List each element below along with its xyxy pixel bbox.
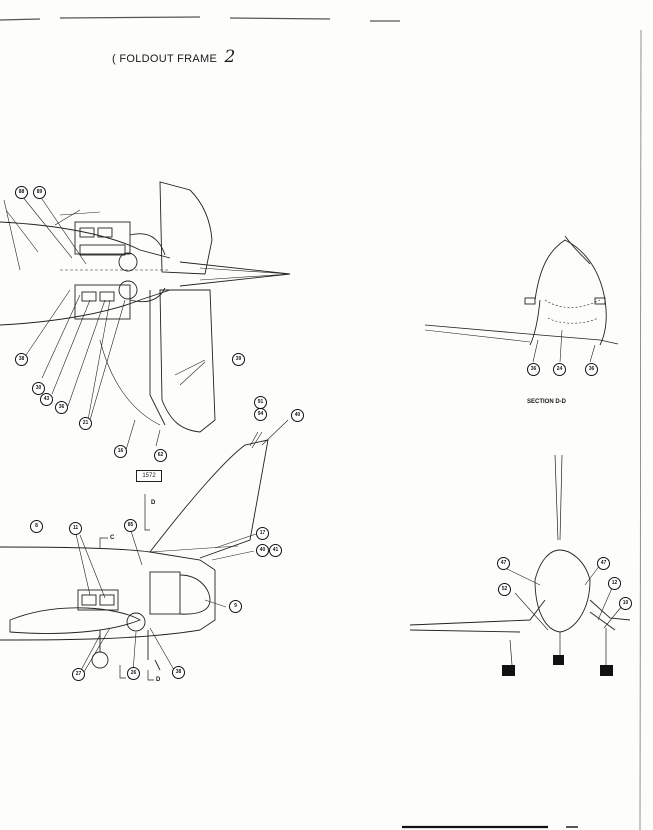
callout-27: 27 [72,668,85,681]
page-border-line [639,29,642,830]
callout-94: 94 [254,408,267,421]
callout-85: 85 [124,519,137,532]
section-dd-caption: SECTION D-D [527,399,566,405]
callout-17: 17 [256,527,269,540]
scan-edge-mark [0,16,400,22]
callout-10: 10 [619,597,632,610]
callout-38: 38 [15,353,28,366]
callout-47-left: 47 [497,557,510,570]
callout-41: 41 [269,544,282,557]
callout-26: 26 [127,667,140,680]
title-prefix: ( [112,53,116,65]
callout-9: 9 [229,600,242,613]
section-mark-d-bottom: D [156,677,161,683]
callout-21: 21 [79,417,92,430]
callout-36: 36 [55,401,68,414]
callout-11: 11 [69,522,82,535]
callout-36-left: 36 [527,363,540,376]
section-dd-view [424,235,619,363]
callout-36-right: 36 [585,363,598,376]
foldout-frame-title: ( FOLDOUT FRAME 2 [112,47,236,67]
callout-40-top: 40 [291,409,304,422]
top-view [0,181,291,451]
callout-52: 52 [498,583,511,596]
callout-40-side: 40 [256,544,269,557]
callout-62: 62 [154,449,167,462]
title-text: FOLDOUT FRAME [119,53,218,65]
section-mark-d-top: D [151,500,156,506]
wheel-blocks [502,655,613,676]
side-view [0,419,289,681]
station-label: 1572 [136,470,162,482]
front-view [409,454,631,666]
callout-12: 12 [608,577,621,590]
callout-39: 39 [232,353,245,366]
callout-89: 89 [33,186,46,199]
callout-30: 30 [32,382,45,395]
callout-43: 43 [40,393,53,406]
callout-88: 88 [15,186,28,199]
title-number: 2 [224,47,236,67]
callout-38-side: 38 [172,666,185,679]
callout-24: 24 [553,363,566,376]
section-mark-c-top: C [110,535,115,541]
callout-16: 16 [114,445,127,458]
callout-8: 8 [30,520,43,533]
callout-47-right: 47 [597,557,610,570]
